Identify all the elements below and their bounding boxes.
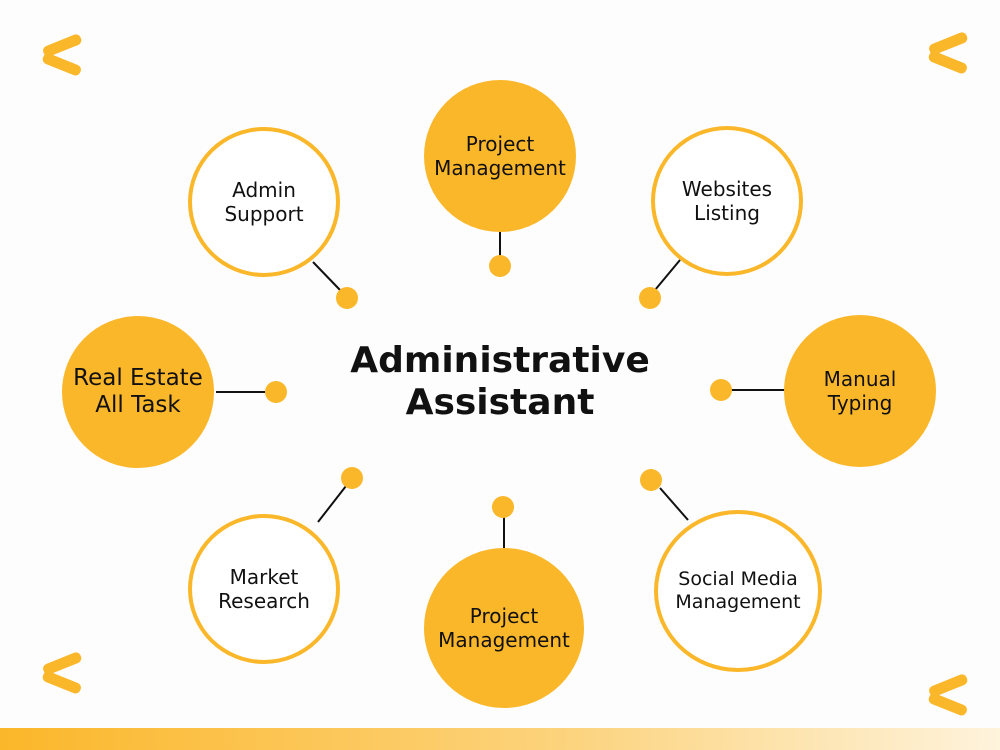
node-label: Admin Support xyxy=(224,178,304,226)
connector-dot xyxy=(639,287,661,309)
chevron-icon xyxy=(928,674,968,716)
node-project-management-top: Project Management xyxy=(424,80,576,232)
connector-dot xyxy=(640,469,662,491)
chevron-icon xyxy=(42,652,82,694)
connector-line xyxy=(317,485,347,523)
connector-dot xyxy=(489,255,511,277)
connector-dot xyxy=(710,379,732,401)
chevron-icon xyxy=(42,34,82,76)
node-social-media-management: Social Media Management xyxy=(654,510,822,672)
node-real-estate-all-task: Real Estate All Task xyxy=(62,316,214,468)
node-label: Manual Typing xyxy=(823,367,897,415)
connector-line xyxy=(312,261,341,291)
connector-dot xyxy=(265,381,287,403)
connector-dot xyxy=(492,496,514,518)
node-label: Websites Listing xyxy=(681,177,773,225)
node-label: Project Management xyxy=(434,132,566,180)
node-market-research: Market Research xyxy=(188,514,340,664)
connector-line xyxy=(659,487,689,521)
node-manual-typing: Manual Typing xyxy=(784,315,936,467)
node-admin-support: Admin Support xyxy=(188,127,340,277)
bottom-accent-bar xyxy=(0,728,1000,750)
connector-line xyxy=(654,259,681,291)
connector-dot xyxy=(336,287,358,309)
node-websites-listing: Websites Listing xyxy=(651,126,803,276)
connector-dot xyxy=(341,467,363,489)
chevron-icon xyxy=(928,32,968,74)
node-label: Real Estate All Task xyxy=(73,365,203,418)
node-label: Project Management xyxy=(438,604,570,652)
node-project-management-bottom: Project Management xyxy=(424,548,584,708)
diagram-title: Administrative Assistant xyxy=(350,340,650,424)
node-label: Social Media Management xyxy=(675,568,801,613)
node-label: Market Research xyxy=(218,565,310,613)
